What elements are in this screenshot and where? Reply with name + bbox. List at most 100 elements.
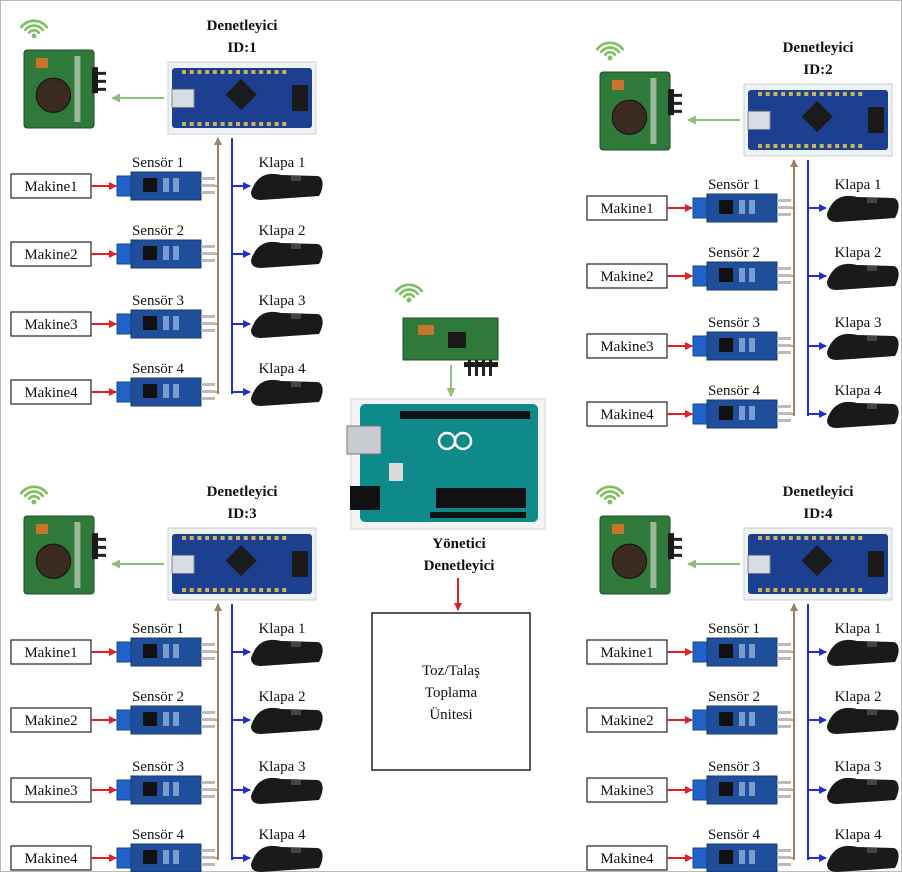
sensor-pin — [777, 725, 791, 728]
sensor-pin — [777, 781, 791, 784]
rf-module — [599, 71, 682, 151]
nano-pin — [796, 588, 801, 592]
nano-pin — [259, 588, 264, 592]
nano-pin — [827, 92, 832, 96]
uno-logo-right — [453, 431, 473, 451]
sensor-resistor — [163, 246, 169, 260]
nano-pin — [842, 536, 847, 540]
valve-actuator — [251, 311, 323, 338]
sensor-label: Sensör 3 — [708, 315, 760, 331]
nano-pin — [765, 588, 770, 592]
machine-box — [10, 707, 92, 733]
sensor-label: Sensör 4 — [708, 827, 761, 843]
sensor-module — [116, 377, 215, 407]
valve-actuator — [251, 707, 323, 734]
wifi-arc — [398, 288, 420, 296]
nano-pin — [205, 70, 210, 74]
sensor-label: Sensör 2 — [708, 245, 760, 261]
sensor-pin — [201, 177, 215, 180]
sensor-resistor — [739, 268, 745, 282]
wifi-arc — [603, 51, 617, 56]
master-layer: YöneticiDenetleyiciToz/TalaşToplamaÜnite… — [346, 283, 546, 771]
valve-actuator — [827, 639, 899, 666]
nano-pin — [835, 144, 840, 148]
sensor-pin — [201, 390, 215, 393]
wifi-arc — [603, 495, 617, 500]
wifi-arc — [402, 293, 416, 298]
sensor-terminal — [692, 779, 708, 801]
sensor-label: Sensör 2 — [132, 689, 184, 705]
nano-pin — [804, 588, 809, 592]
sensor-resistor — [739, 338, 745, 352]
valve-actuator — [827, 263, 899, 290]
sensor-module — [692, 775, 791, 805]
sensor-terminal — [116, 175, 132, 197]
nano-pin — [251, 536, 256, 540]
rf-crystal — [35, 77, 72, 113]
nano-pin — [788, 144, 793, 148]
sensor-pin — [201, 643, 215, 646]
sensor-terminal — [116, 243, 132, 265]
rf-pin — [670, 553, 682, 557]
valve-clip — [291, 710, 301, 715]
sensor-terminal — [116, 313, 132, 335]
controller-id: ID:4 — [803, 506, 833, 522]
valve-body — [827, 333, 899, 360]
wifi-signal-icon — [19, 19, 49, 39]
sensor-resistor — [163, 178, 169, 192]
sensor-pin — [201, 863, 215, 866]
rf-pin — [94, 545, 106, 549]
sensor-pin — [201, 184, 215, 187]
machine-label: Makine4 — [24, 385, 78, 401]
valve-body — [827, 707, 899, 734]
sensor-pin — [201, 725, 215, 728]
sensor-module — [116, 171, 215, 201]
wifi-signal-icon — [394, 283, 424, 303]
machine-label: Makine2 — [24, 713, 77, 729]
collector-label: Ünitesi — [429, 706, 472, 723]
arduino-nano-board — [167, 527, 317, 601]
sensor-chip — [719, 850, 733, 864]
valve-actuator — [827, 777, 899, 804]
sensor-pin — [777, 405, 791, 408]
rf-pin — [670, 537, 682, 541]
nano-pin — [220, 122, 225, 126]
nano-pin — [197, 588, 202, 592]
wifi-arc — [599, 490, 621, 498]
sensor-label: Sensör 4 — [132, 827, 185, 843]
nano-pin — [228, 70, 233, 74]
valve-body — [251, 707, 323, 734]
sensor-chip — [719, 644, 733, 658]
sensor-resistor — [739, 200, 745, 214]
wifi-arc — [19, 19, 49, 29]
rf-label-strip — [650, 522, 657, 588]
sensor-module — [692, 331, 791, 361]
machine-box — [10, 777, 92, 803]
sensor-terminal — [692, 335, 708, 357]
nano-icsp — [292, 551, 308, 578]
machine-box — [10, 639, 92, 665]
nano-pin — [819, 536, 824, 540]
rf-crystal — [611, 99, 648, 135]
sensor-module — [116, 775, 215, 805]
valve-actuator — [251, 241, 323, 268]
machine-box — [586, 195, 668, 221]
nano-pin — [236, 588, 240, 592]
sensor-pin — [777, 206, 791, 209]
nano-pin — [781, 588, 786, 592]
sensor-resistor — [749, 850, 755, 864]
rf-coil — [612, 80, 624, 90]
sensor-terminal — [692, 641, 708, 663]
sensor-pin — [777, 344, 791, 347]
sensor-label: Sensör 2 — [132, 223, 184, 239]
nano-pin — [758, 144, 762, 148]
wifi-dot — [31, 499, 37, 505]
machine-label: Makine4 — [600, 407, 654, 423]
rf-pin — [670, 109, 682, 113]
sensor-pin — [201, 315, 215, 318]
wifi-arc — [27, 29, 41, 34]
sensor-label: Sensör 1 — [132, 621, 184, 637]
wifi-signal-icon — [595, 41, 625, 61]
